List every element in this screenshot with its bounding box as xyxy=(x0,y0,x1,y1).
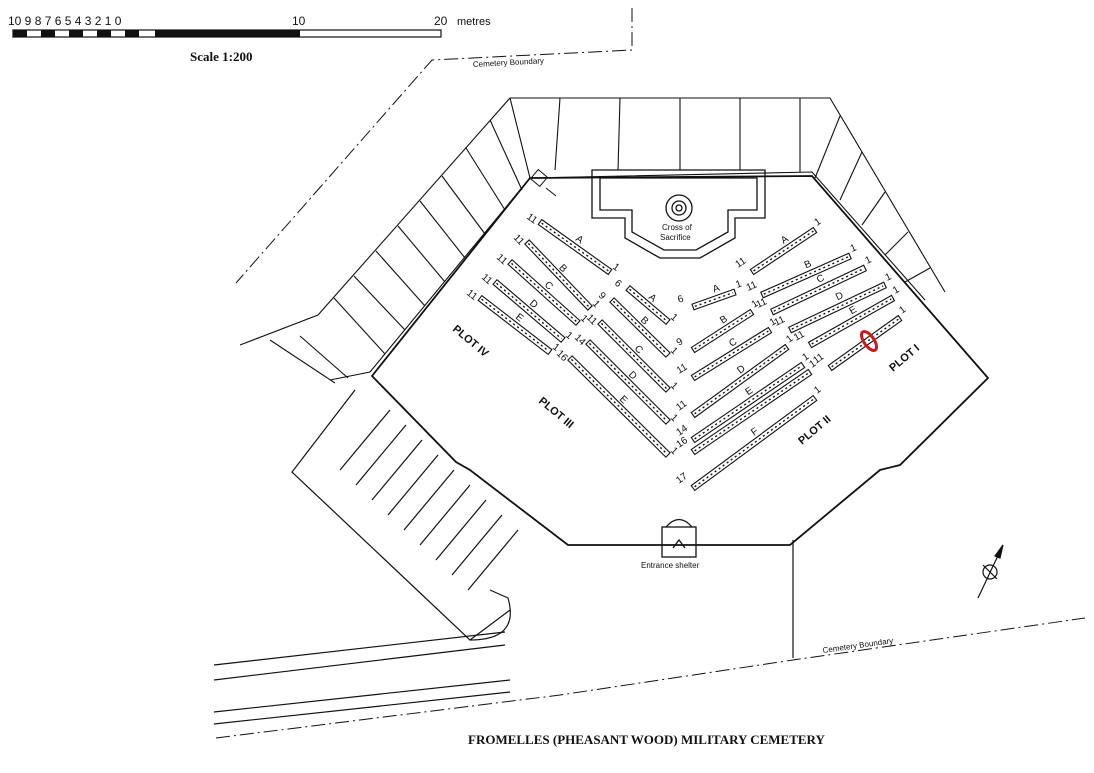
row-last-number: 1 xyxy=(668,312,680,324)
grave-row-plot-iii-b xyxy=(609,297,671,358)
plot-iv-label: PLOT IV xyxy=(450,323,491,360)
row-last-number: 1 xyxy=(550,342,561,354)
row-first-number: 11 xyxy=(494,252,509,267)
row-letter: A xyxy=(711,283,721,296)
scale-bar: 10 9 8 7 6 5 4 3 2 1 0 10 20 metres Scal… xyxy=(8,14,491,64)
scale-unit: metres xyxy=(457,16,491,28)
grave-row-plot-iv-d xyxy=(492,278,566,344)
row-last-number: 1 xyxy=(563,330,575,342)
row-last-number: 1 xyxy=(668,412,680,424)
grave-row-plot-iv-b xyxy=(524,239,593,311)
plot-i-label: PLOT I xyxy=(887,342,922,374)
row-first-number: 17 xyxy=(674,471,690,487)
row-last-number: 1 xyxy=(668,380,680,392)
grave-row-plot-i-e xyxy=(807,294,896,349)
north-arrow-icon xyxy=(977,544,1004,599)
row-last-number: 1 xyxy=(891,284,902,297)
parking-area xyxy=(213,389,794,725)
grave-row-plot-i-a xyxy=(749,226,818,276)
row-first-number: 11 xyxy=(524,211,539,226)
grave-row-plot-iii-c xyxy=(597,319,671,393)
grave-row-plot-iii-a xyxy=(625,284,671,326)
row-letter: C xyxy=(815,273,826,286)
row-first-number: 11 xyxy=(675,361,690,376)
enclosure-wall xyxy=(370,175,990,546)
hedge-band xyxy=(239,97,946,384)
row-first-number: 14 xyxy=(572,332,588,348)
grave-row-plot-ii-e xyxy=(690,361,806,444)
grave-row-plot-iv-a xyxy=(537,218,613,276)
grave-row-plot-i-d xyxy=(787,281,888,334)
grave-row-plot-ii-row6 xyxy=(690,368,813,456)
entrance-shelter xyxy=(661,518,697,558)
grave-rows: 111A111B111C111D111E61A91B111C141D161E61… xyxy=(464,211,909,492)
row-letter: E xyxy=(848,304,860,317)
row-last-number: 1 xyxy=(734,278,743,290)
plot-ii-label: PLOT II xyxy=(796,413,833,447)
grave-row-plot-ii-a xyxy=(691,288,737,311)
row-first-number: 11 xyxy=(755,296,769,311)
row-letter: E xyxy=(743,385,755,398)
row-first-number: 11 xyxy=(745,279,759,293)
scale-end-tick: 20 xyxy=(434,14,448,28)
row-first-number: 11 xyxy=(464,288,479,303)
grave-row-plot-iii-e xyxy=(567,355,671,458)
grave-row-plot-ii-b xyxy=(690,308,755,354)
grave-row-plot-ii-d xyxy=(690,343,790,419)
grave-row-plot-ii-f xyxy=(690,394,818,492)
row-last-number: 1 xyxy=(668,345,680,357)
row-letter: B xyxy=(803,258,814,271)
row-last-number: 1 xyxy=(864,254,874,267)
grave-row-plot-iv-c xyxy=(507,258,581,327)
boundary-bottom-label: Cemetery Boundary xyxy=(822,636,894,655)
row-last-number: 1 xyxy=(610,261,621,273)
row-last-number: 1 xyxy=(590,298,602,310)
grave-row-plot-i-c xyxy=(769,264,868,316)
scale-label: Scale 1:200 xyxy=(190,49,252,64)
row-letter: C xyxy=(727,336,739,349)
row-last-number: 1 xyxy=(750,298,761,310)
grave-row-plot-iii-d xyxy=(585,339,671,425)
row-first-number: 11 xyxy=(674,398,689,413)
cross-label-1: Cross of xyxy=(662,223,693,232)
cross-label-2: Sacrifice xyxy=(660,233,691,242)
row-letter: B xyxy=(718,313,730,326)
grave-row-plot-ii-c xyxy=(690,326,773,382)
row-first-number: 11 xyxy=(511,232,526,247)
row-last-number: 1 xyxy=(768,316,779,329)
plot-iii-label: PLOT III xyxy=(536,395,576,431)
gate-icon xyxy=(529,168,557,197)
grave-highlight-icon xyxy=(859,330,879,352)
row-last-number: 1 xyxy=(897,304,908,316)
row-first-number: 11 xyxy=(479,272,494,287)
row-first-number: 9 xyxy=(596,290,608,302)
row-letter: D xyxy=(834,290,845,303)
row-last-number: 1 xyxy=(849,242,859,254)
cemetery-boundary-lines xyxy=(215,8,1086,739)
row-last-number: 1 xyxy=(578,313,590,325)
row-last-number: 1 xyxy=(812,384,823,396)
row-first-number: 11 xyxy=(773,314,787,329)
grave-row-plot-i-b xyxy=(760,252,852,299)
row-last-number: 1 xyxy=(813,216,824,228)
entrance-label: Entrance shelter xyxy=(641,561,700,570)
scale-mid-tick: 10 xyxy=(292,14,306,28)
row-last-number: 1 xyxy=(784,333,795,345)
row-first-number: 6 xyxy=(676,293,685,305)
row-first-number: 6 xyxy=(612,278,624,290)
row-letter: F xyxy=(749,426,760,438)
plan-title: FROMELLES (PHEASANT WOOD) MILITARY CEMET… xyxy=(468,732,825,747)
boundary-top-label: Cemetery Boundary xyxy=(473,56,545,69)
row-last-number: 1 xyxy=(884,271,894,284)
row-last-number: 1 xyxy=(807,358,818,370)
row-last-number: 1 xyxy=(800,351,811,363)
row-first-number: 9 xyxy=(675,336,686,348)
row-first-number: 11 xyxy=(734,255,749,270)
grave-row-plot-iv-e xyxy=(477,294,553,356)
scale-left-ticks: 10 9 8 7 6 5 4 3 2 1 0 xyxy=(8,14,122,28)
cross-of-sacrifice xyxy=(591,169,766,259)
row-letter: A xyxy=(779,233,791,246)
